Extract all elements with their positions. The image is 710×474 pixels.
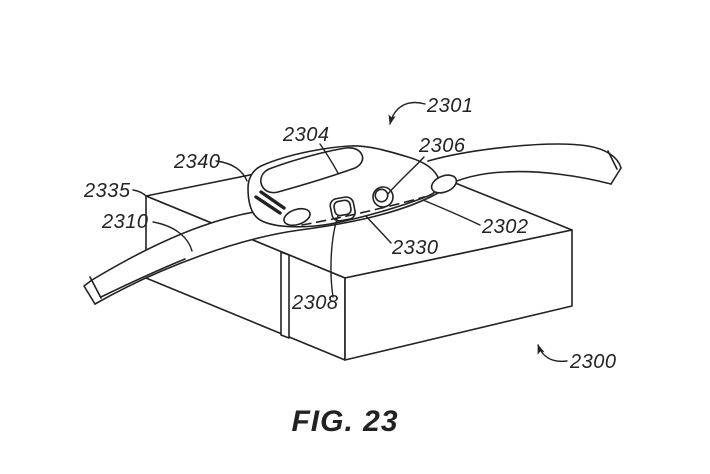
dock-seam-strip: [281, 252, 289, 338]
ref-label-2300: 2300: [569, 351, 617, 373]
reference-labels: 2301 2304 2306 2340 2335 2310 2302 2330 …: [83, 95, 617, 373]
right-strap-bottom-edge: [441, 172, 611, 188]
leader-2308: [331, 216, 338, 297]
ref-label-2340: 2340: [173, 151, 221, 173]
leader-arrow-2300: [538, 344, 567, 361]
right-strap-tip-bevel: [608, 151, 617, 169]
side-button-top-face: [333, 199, 352, 216]
ref-label-2310: 2310: [101, 211, 149, 233]
case-strap-gap-shading: [256, 192, 284, 213]
crown-inner-face: [375, 189, 387, 201]
gap-shade-line-1: [256, 197, 280, 213]
ref-label-2302: 2302: [481, 216, 529, 238]
band-under-edge: [95, 193, 438, 304]
leader-lines: [133, 103, 567, 362]
right-strap-top-edge: [428, 144, 621, 168]
ref-label-2335: 2335: [83, 180, 131, 202]
leader-2310: [153, 222, 192, 251]
figure-artwork: [84, 103, 621, 362]
dock-right-face: [345, 230, 572, 360]
side-button: [329, 196, 356, 222]
hidden-coil-dashed-arc: [302, 197, 424, 225]
ref-label-2301: 2301: [426, 95, 474, 117]
ref-label-2330: 2330: [391, 237, 439, 259]
ref-label-2304: 2304: [282, 124, 330, 146]
ref-label-2308: 2308: [291, 292, 339, 314]
leader-2335: [133, 190, 146, 196]
ref-label-2306: 2306: [418, 135, 466, 157]
leader-2306: [388, 157, 424, 194]
leader-arrow-2301: [388, 103, 425, 125]
left-strap-thickness-line: [101, 259, 185, 297]
right-strap: [428, 144, 621, 188]
leader-2340: [216, 161, 247, 181]
right-lug: [429, 172, 459, 197]
leader-2302: [423, 200, 480, 225]
leader-2330: [366, 216, 391, 243]
gap-shade-line-2: [261, 192, 284, 208]
left-lug: [282, 206, 312, 229]
right-strap-tip-cap: [611, 168, 621, 184]
side-button-outline: [329, 196, 356, 222]
left-strap-tip-cap: [84, 280, 95, 304]
left-strap-tip-bevel: [90, 277, 101, 298]
leader-2304: [320, 144, 338, 173]
figure-caption: FIG. 23: [291, 405, 398, 438]
watch-screen: [261, 148, 363, 193]
